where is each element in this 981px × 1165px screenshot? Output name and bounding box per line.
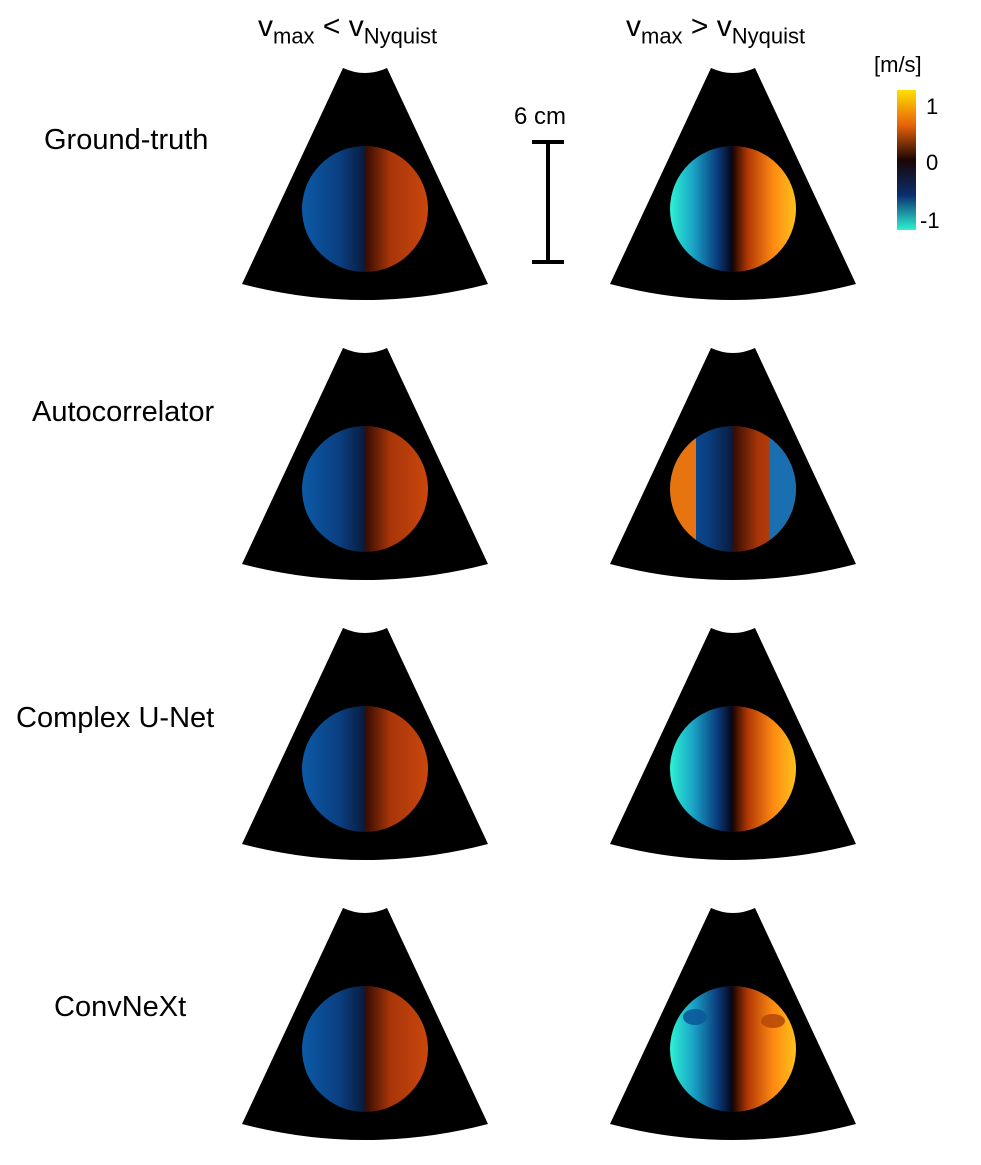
row-label-complex-unet: Complex U-Net [16,702,215,734]
panel-ground-truth-below-nyquist [242,68,488,300]
scale-bar [532,140,564,264]
panel-ground-truth-above-nyquist [610,68,856,300]
panel-autocorrelator-below-nyquist [242,348,488,580]
row-label-convnext: ConvNeXt [54,991,187,1023]
column-header-left: vmax < vNyquist [258,10,438,49]
row-label-ground-truth: Ground-truth [44,124,209,156]
colorbar-tick-1: 1 [926,94,939,119]
colorbar-unit: [m/s] [874,52,922,77]
colorbar-tick-0: 0 [926,150,939,175]
panel-convnext-above-nyquist [610,908,856,1140]
row-label-autocorrelator: Autocorrelator [32,396,215,428]
panel-complex-u-net-above-nyquist [610,628,856,860]
panel-autocorrelator-above-nyquist [610,348,856,580]
column-header-right: vmax > vNyquist [626,10,806,49]
panel-complex-u-net-below-nyquist [242,628,488,860]
colorbar-tick-minus-1: -1 [920,208,940,233]
colorbar [897,90,916,230]
scale-bar-label: 6 cm [514,103,567,130]
panel-convnext-below-nyquist [242,908,488,1140]
